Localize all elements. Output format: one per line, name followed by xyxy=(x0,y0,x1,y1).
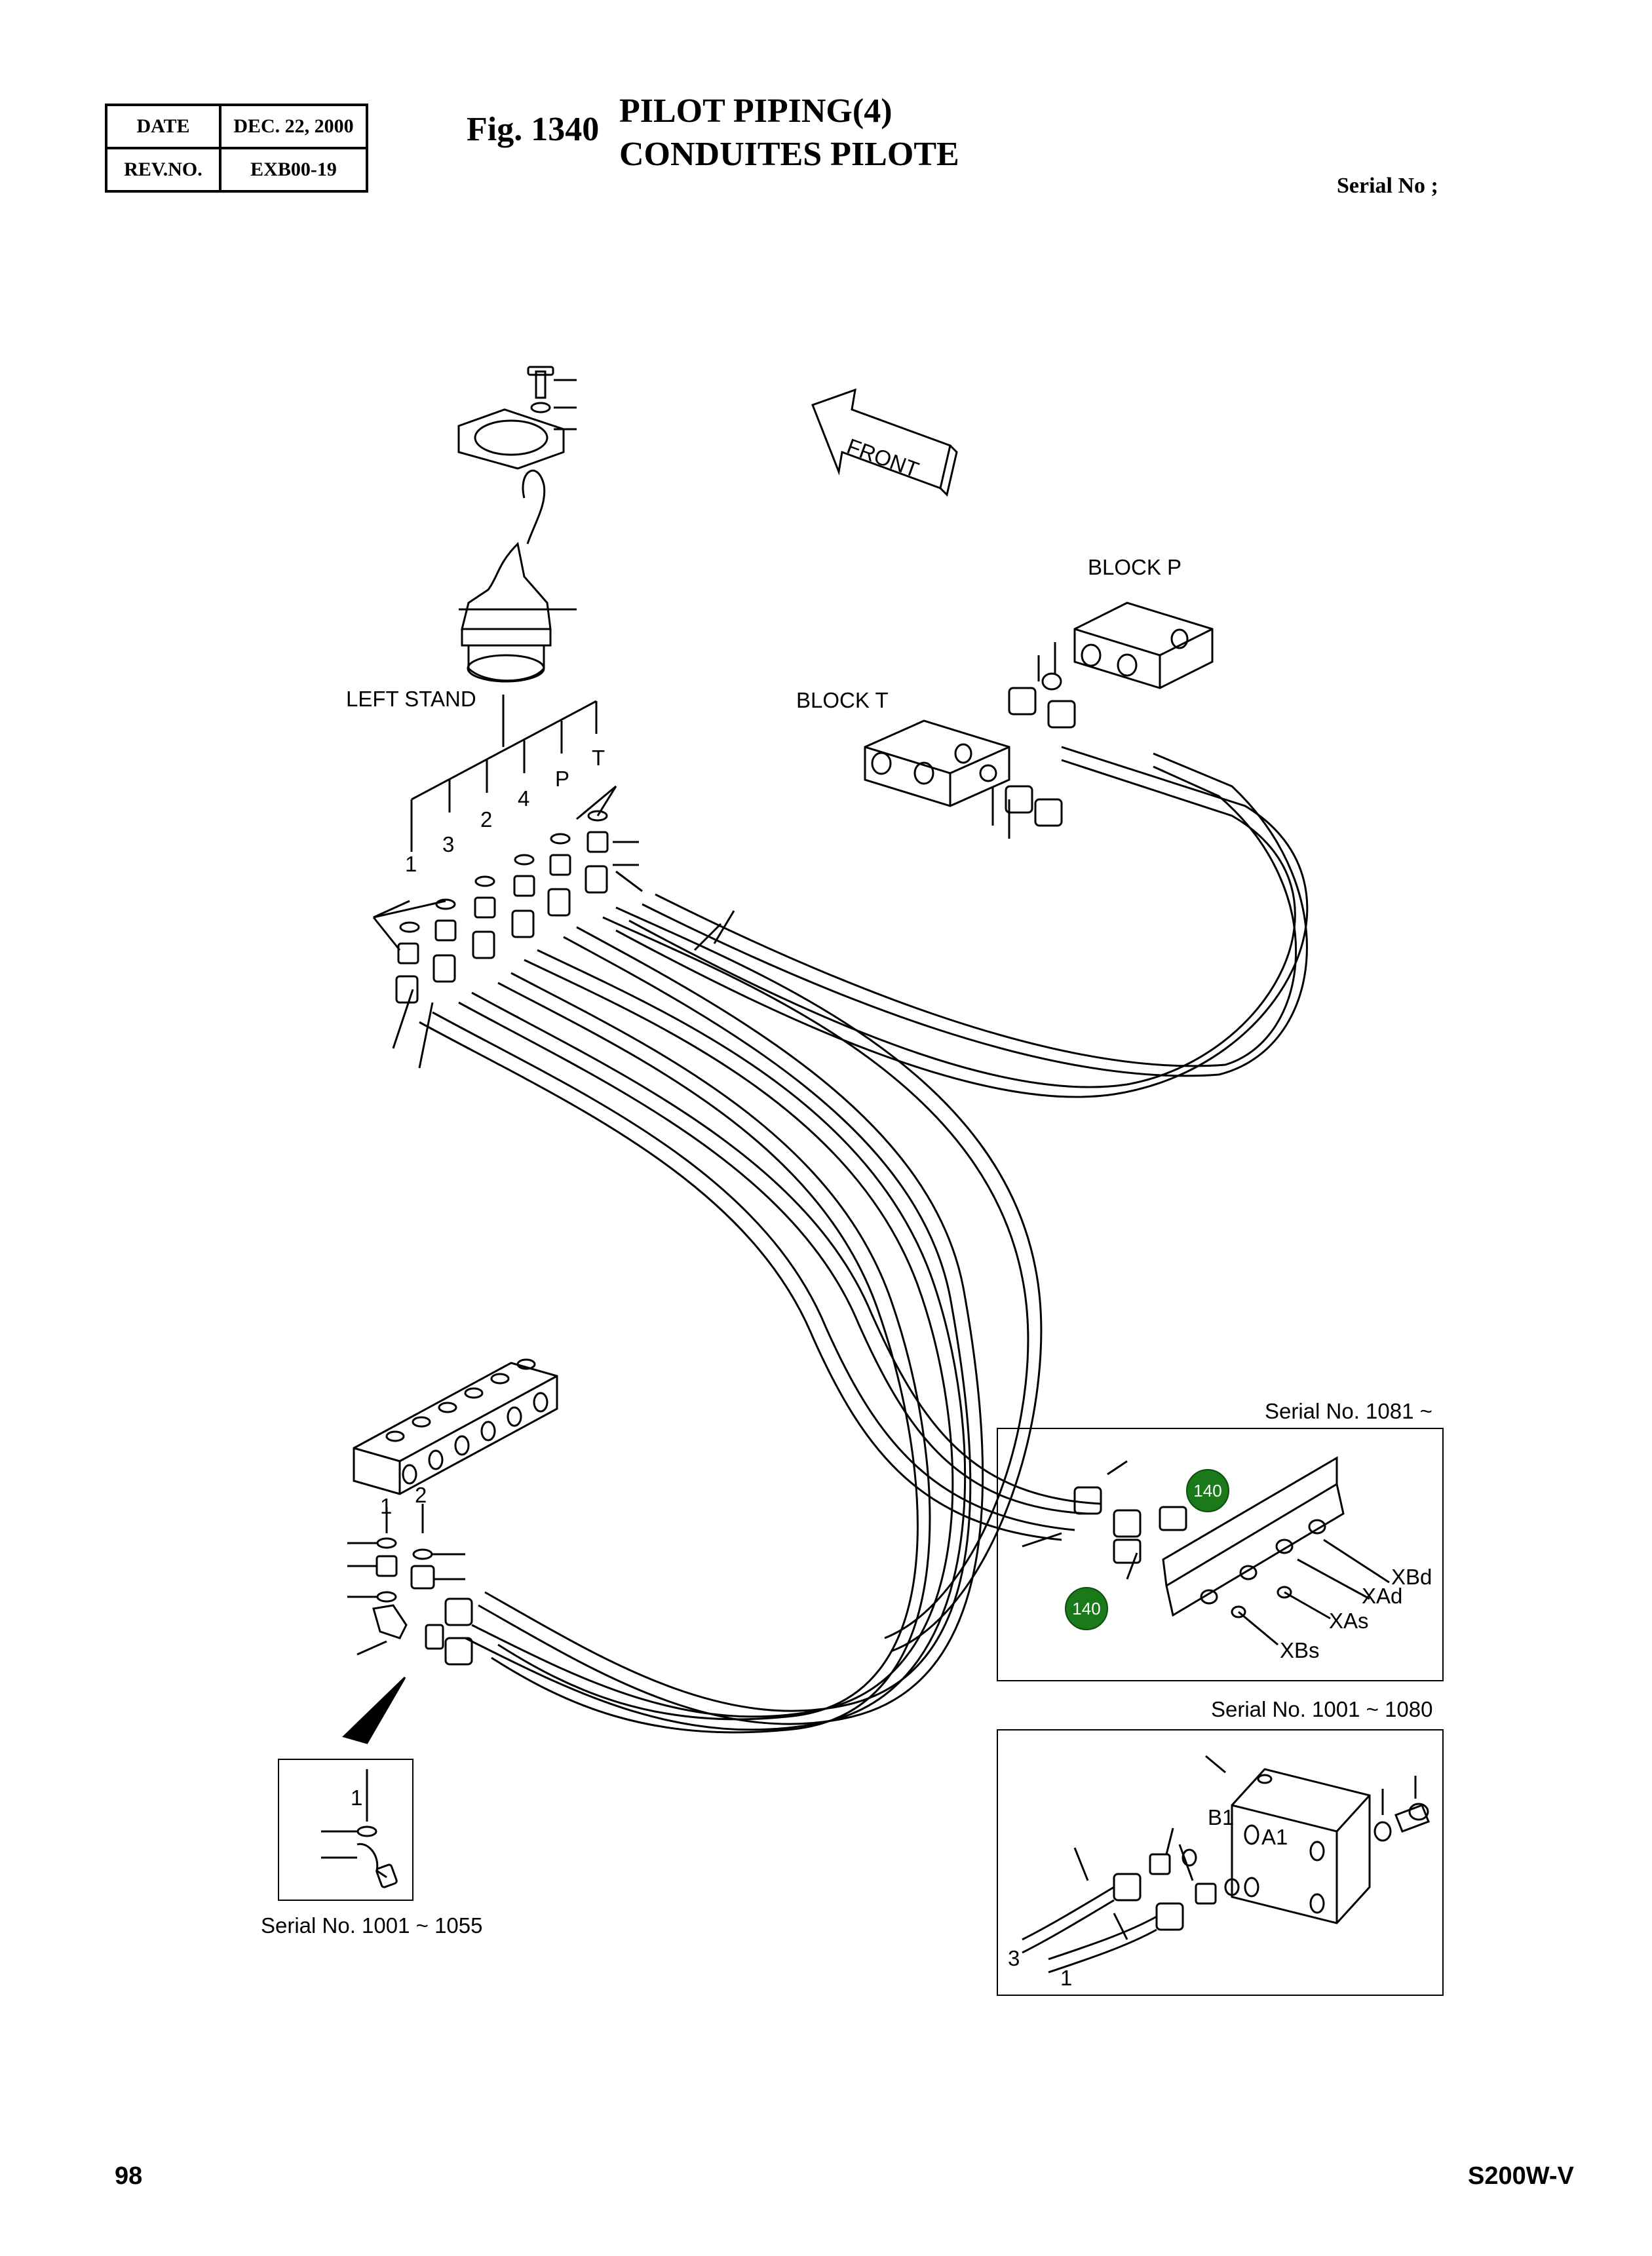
left-stand-leaders xyxy=(410,695,598,852)
title-french: CONDUITES PILOTE xyxy=(619,136,959,173)
block-t xyxy=(864,719,1063,839)
port-4-label: 4 xyxy=(518,786,529,811)
rev-row: REV.NO. EXB00-19 xyxy=(105,147,368,193)
inset-left xyxy=(278,1759,413,1901)
u-hoses-to-blocks xyxy=(615,746,1309,1098)
inset-left-port-1-label: 1 xyxy=(351,1786,362,1810)
callout-badge-140-bottom xyxy=(1065,1587,1108,1630)
port-p-label: P xyxy=(555,767,569,791)
title-english: PILOT PIPING(4) xyxy=(619,92,893,130)
block-p-label: BLOCK P xyxy=(1088,555,1181,579)
revision-table: DATE DEC. 22, 2000 REV.NO. EXB00-19 xyxy=(105,104,368,193)
front-label: FRONT xyxy=(844,434,922,482)
serial-number-label: Serial No ; xyxy=(1337,174,1438,198)
port-t-label: T xyxy=(592,746,605,770)
leader-arrow xyxy=(342,1676,406,1744)
inset-right-top-caption: Serial No. 1081 ~ xyxy=(1265,1399,1432,1423)
lower-manifold-block xyxy=(353,1358,558,1495)
callout-badge-140-bottom-text: 140 xyxy=(1072,1599,1100,1618)
callout-badge-140-top-text: 140 xyxy=(1193,1481,1221,1501)
port-xas-label: XAs xyxy=(1329,1609,1369,1633)
hose-1-label: 1 xyxy=(1060,1966,1072,1990)
long-hoses xyxy=(419,906,1102,1734)
port-xad-label: XAd xyxy=(1362,1584,1402,1608)
left-stand-fittings xyxy=(372,785,639,1069)
rev-label: REV.NO. xyxy=(105,147,221,193)
left-stand-label: LEFT STAND xyxy=(346,687,476,711)
inset-right-bottom xyxy=(997,1729,1444,1996)
lower-port-2-label: 2 xyxy=(415,1483,427,1507)
lower-fittings xyxy=(347,1504,473,1666)
front-arrow-icon xyxy=(811,388,958,497)
date-label: DATE xyxy=(105,104,221,149)
inset-right-top xyxy=(997,1428,1444,1681)
port-3-label: 3 xyxy=(442,832,454,856)
block-t-label: BLOCK T xyxy=(796,688,889,712)
rev-value: EXB00-19 xyxy=(219,147,368,193)
joystick-assembly xyxy=(457,366,577,683)
port-xbd-label: XBd xyxy=(1391,1565,1432,1589)
date-value: DEC. 22, 2000 xyxy=(219,104,368,149)
port-a1-label: A1 xyxy=(1261,1825,1288,1849)
port-2-label: 2 xyxy=(480,807,492,832)
port-xbs-label: XBs xyxy=(1280,1638,1320,1662)
figure-number: Fig. 1340 xyxy=(467,111,600,148)
block-p xyxy=(1008,602,1214,729)
port-1-label: 1 xyxy=(405,852,417,876)
lower-port-1-label: 1 xyxy=(380,1494,392,1518)
page-number: 98 xyxy=(115,2162,143,2190)
hose-3-label: 3 xyxy=(1008,1946,1020,1970)
callout-badge-140-top xyxy=(1186,1469,1229,1512)
inset-left-caption: Serial No. 1001 ~ 1055 xyxy=(261,1913,483,1938)
port-b1-label: B1 xyxy=(1208,1805,1234,1829)
inset-right-bottom-caption: Serial No. 1001 ~ 1080 xyxy=(1211,1697,1433,1721)
model-name: S200W-V xyxy=(1468,2162,1574,2190)
date-row: DATE DEC. 22, 2000 xyxy=(105,104,368,149)
